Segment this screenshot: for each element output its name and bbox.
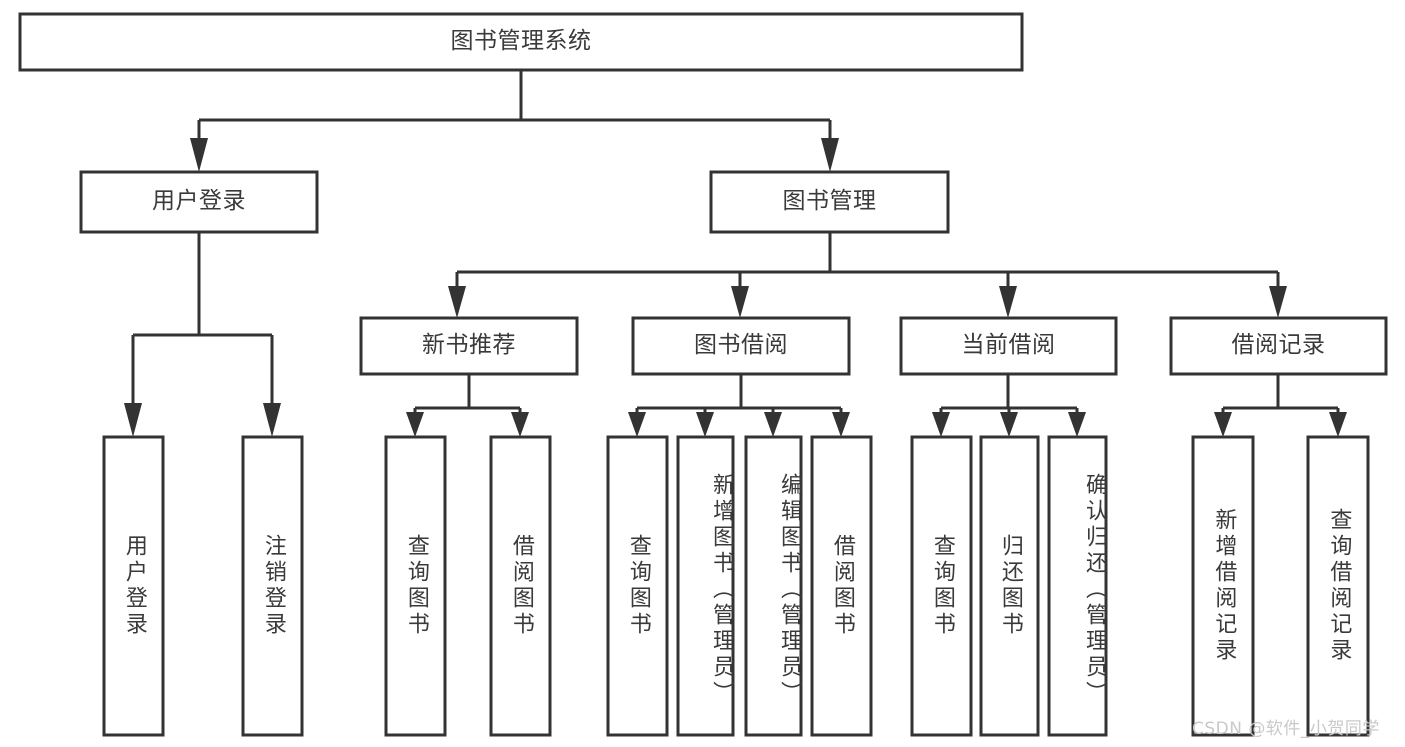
arrow-head-bb-borrow-book: [832, 412, 850, 437]
node-leaf-bb-query-book[interactable]: [606, 435, 669, 737]
node-book-management[interactable]: [709, 170, 950, 234]
arrow-head-bb-edit-book: [764, 412, 782, 437]
node-book-borrow[interactable]: [631, 316, 851, 376]
arrow-head-br-query-record: [1329, 412, 1347, 437]
node-leaf-cb-confirm-return[interactable]: [1047, 435, 1108, 737]
arrow-head-book-borrow: [731, 286, 749, 318]
arrow-head-nb-query-book: [406, 412, 424, 437]
arrow-head-borrow-record: [1269, 286, 1287, 318]
node-leaf-nb-borrow-book[interactable]: [489, 435, 552, 737]
arrow-head-bb-query-book: [628, 412, 646, 437]
node-borrow-record[interactable]: [1169, 316, 1388, 376]
arrow-head-leaf-logout: [263, 403, 281, 437]
node-leaf-cb-query-book[interactable]: [910, 435, 973, 737]
arrow-head-nb-borrow-book: [511, 412, 529, 437]
arrow-head-cb-confirm-return: [1068, 412, 1086, 437]
node-user-login[interactable]: [79, 170, 319, 234]
watermark-csdn: CSDN @软件_小贺同学: [1192, 719, 1380, 739]
arrow-head-current-borrow: [999, 286, 1017, 318]
node-leaf-nb-query-book[interactable]: [384, 435, 447, 737]
node-root-book-management-system[interactable]: [18, 12, 1024, 72]
node-leaf-logout[interactable]: [241, 435, 304, 737]
node-leaf-br-add-record[interactable]: [1191, 435, 1255, 737]
arrow-head-new-book-recommend: [448, 286, 466, 318]
arrow-head-br-add-record: [1214, 412, 1232, 437]
node-leaf-bb-borrow-book[interactable]: [810, 435, 873, 737]
arrow-head-cb-query-book: [932, 412, 950, 437]
node-current-borrow[interactable]: [899, 316, 1118, 376]
node-leaf-user-login[interactable]: [102, 435, 165, 737]
node-leaf-bb-add-book[interactable]: [676, 435, 735, 737]
node-leaf-br-query-record[interactable]: [1306, 435, 1370, 737]
arrow-head-bb-add-book: [696, 412, 714, 437]
arrow-head-user-login: [190, 138, 208, 172]
node-leaf-bb-edit-book[interactable]: [744, 435, 803, 737]
node-leaf-cb-return-book[interactable]: [979, 435, 1040, 737]
arrow-head-cb-return-book: [1000, 412, 1018, 437]
arrow-head-leaf-user-login: [124, 403, 142, 437]
node-new-book-recommend[interactable]: [359, 316, 579, 376]
arrow-head-book-management: [821, 138, 839, 172]
